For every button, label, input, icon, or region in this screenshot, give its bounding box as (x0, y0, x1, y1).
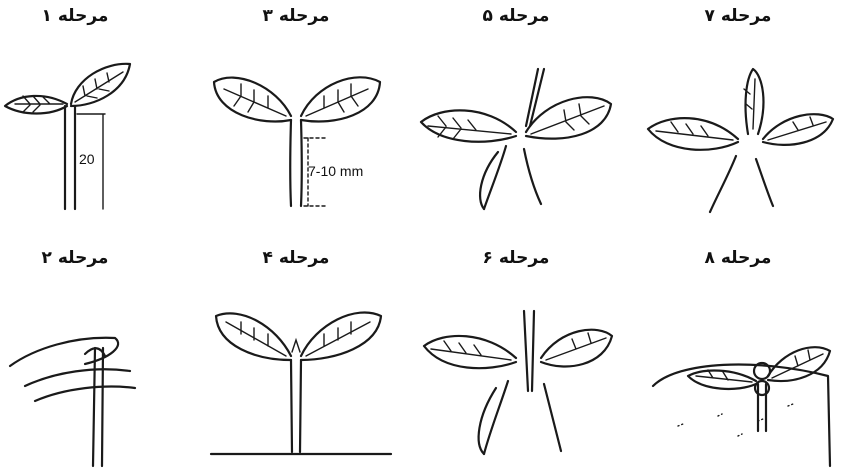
panel-stage-2: مرحله ۲ (0, 248, 175, 468)
panel-stage-3: مرحله ۳ 7-10 mm (196, 6, 396, 226)
stage-4-illustration (196, 276, 396, 466)
stage-2-illustration (0, 276, 175, 466)
panel-stage-4: مرحله ۴ (196, 248, 396, 468)
stage-3-measure: 7-10 mm (308, 163, 363, 179)
stage-3-illustration: 7-10 mm (196, 34, 396, 224)
stage-1-label: مرحله ۱ (0, 6, 175, 26)
stage-1-measure: 20 (79, 151, 95, 167)
stage-8-illustration (638, 276, 838, 466)
panel-stage-7: مرحله ۷ (638, 6, 838, 226)
stage-3-label: مرحله ۳ (196, 6, 396, 26)
panel-stage-6: مرحله ۶ (416, 248, 616, 468)
panel-stage-5: مرحله ۵ (416, 6, 616, 226)
panel-stage-8: مرحله ۸ (638, 248, 838, 468)
stage-1-illustration: 20 (0, 34, 175, 224)
stage-6-illustration (416, 276, 616, 466)
stage-5-label: مرحله ۵ (416, 6, 616, 26)
stage-4-label: مرحله ۴ (196, 248, 396, 268)
stage-6-label: مرحله ۶ (416, 248, 616, 268)
panel-stage-1: مرحله ۱ 20 (0, 6, 175, 226)
stage-7-illustration (638, 34, 838, 224)
stage-7-label: مرحله ۷ (638, 6, 838, 26)
stage-5-illustration (416, 34, 616, 224)
stage-2-label: مرحله ۲ (0, 248, 175, 268)
stage-8-label: مرحله ۸ (638, 248, 838, 268)
